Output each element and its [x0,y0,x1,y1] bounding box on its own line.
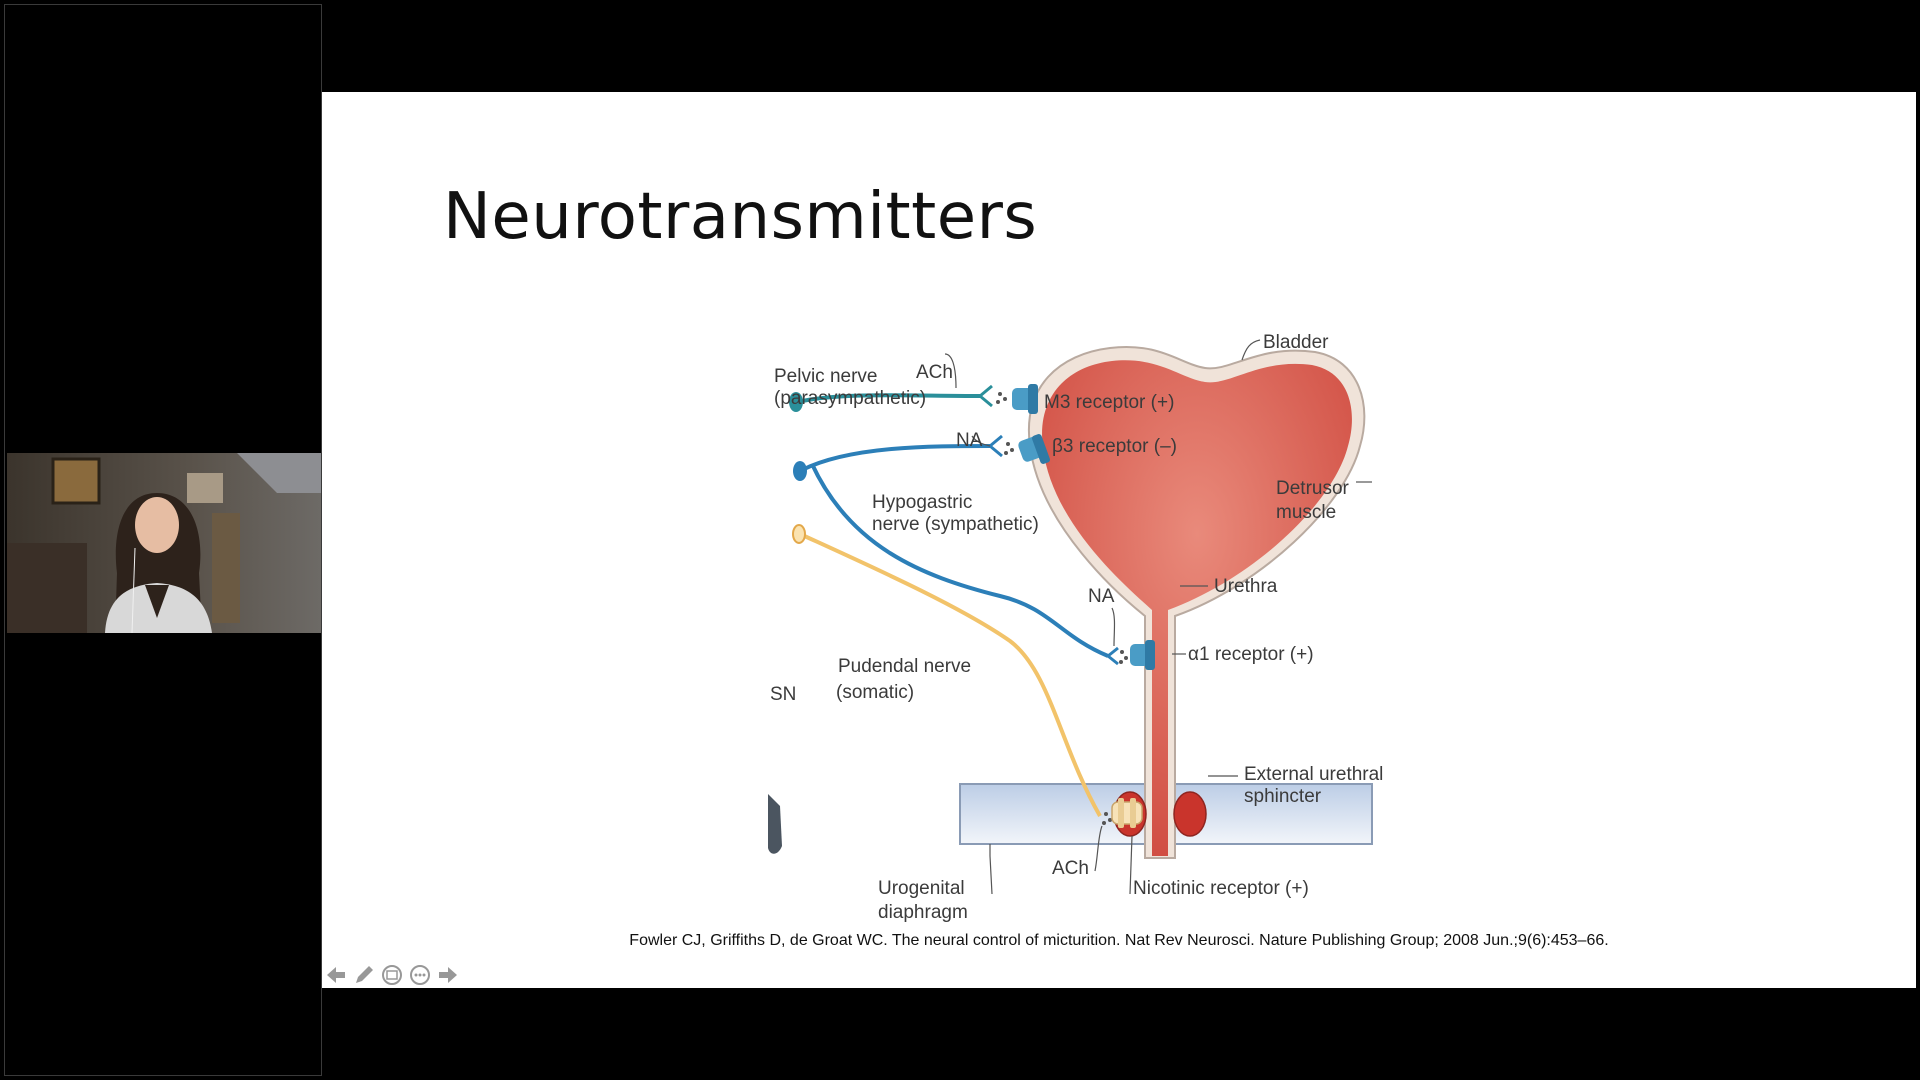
pudendal-nerve-fiber [799,532,1102,817]
label-a1-receptor: α1 receptor (+) [1188,644,1314,665]
slides-icon[interactable] [380,963,404,987]
label-hypogastric: Hypogastric [872,492,972,513]
label-b3-receptor: β3 receptor (–) [1052,436,1177,457]
hypogastric-nerve-fiber [801,444,991,472]
label-diaphragm: diaphragm [878,902,968,923]
arrow-left-icon[interactable] [324,963,348,987]
label-na-top: NA [956,430,983,451]
label-ach-bottom: ACh [1052,858,1089,879]
bladder-innervation-diagram: Bladder Pelvic nerve (parasympathetic) A… [768,332,1383,923]
label-external-urethral: External urethral [1244,764,1383,785]
label-sympathetic: nerve (sympathetic) [872,514,1039,535]
label-somatic: (somatic) [836,682,914,703]
pelvic-nerve-fiber [797,393,981,404]
arrow-right-icon[interactable] [436,963,460,987]
label-pelvic-nerve: Pelvic nerve [774,366,878,387]
label-bladder: Bladder [1263,332,1329,353]
bladder-lumen [1042,360,1352,856]
sacral-nerve-fragment [768,794,782,854]
label-na-mid: NA [1088,586,1115,607]
m3-receptor-icon [1012,384,1038,414]
presenter-avatar [7,453,321,633]
sphincter-right [1173,791,1207,837]
hypogastric-nerve-soma [793,461,807,481]
label-detrusor: Detrusor [1276,478,1350,499]
video-panel [4,4,322,1076]
pen-icon[interactable] [352,963,376,987]
label-sphincter: sphincter [1244,786,1322,807]
label-sn: SN [770,684,796,705]
a1-receptor-icon [1130,640,1155,670]
hypogastric-nerve-branch [810,463,1109,658]
label-urogenital: Urogenital [878,878,965,899]
slide-citation: Fowler CJ, Griffiths D, de Groat WC. The… [629,932,1609,949]
nicotinic-receptor-icon [1111,798,1143,828]
label-muscle: muscle [1276,502,1336,523]
label-nicotinic-receptor: Nicotinic receptor (+) [1133,878,1309,899]
presentation-slide: Neurotransmitters [322,92,1916,988]
slide-title: Neurotransmitters [443,180,1038,254]
pudendal-nerve-soma [792,524,806,544]
pelvic-nerve-terminal [979,384,993,408]
label-m3-receptor: M3 receptor (+) [1044,392,1174,413]
label-urethra: Urethra [1214,576,1278,597]
slide-controls [324,962,460,988]
label-ach-top: ACh [916,362,953,383]
more-icon[interactable] [408,963,432,987]
label-pudendal-nerve: Pudendal nerve [838,656,971,677]
participant-video[interactable] [7,453,321,633]
label-parasympathetic: (parasympathetic) [774,388,926,409]
b3-receptor-icon [1018,434,1050,464]
pelvic-nerve-soma [789,392,803,412]
